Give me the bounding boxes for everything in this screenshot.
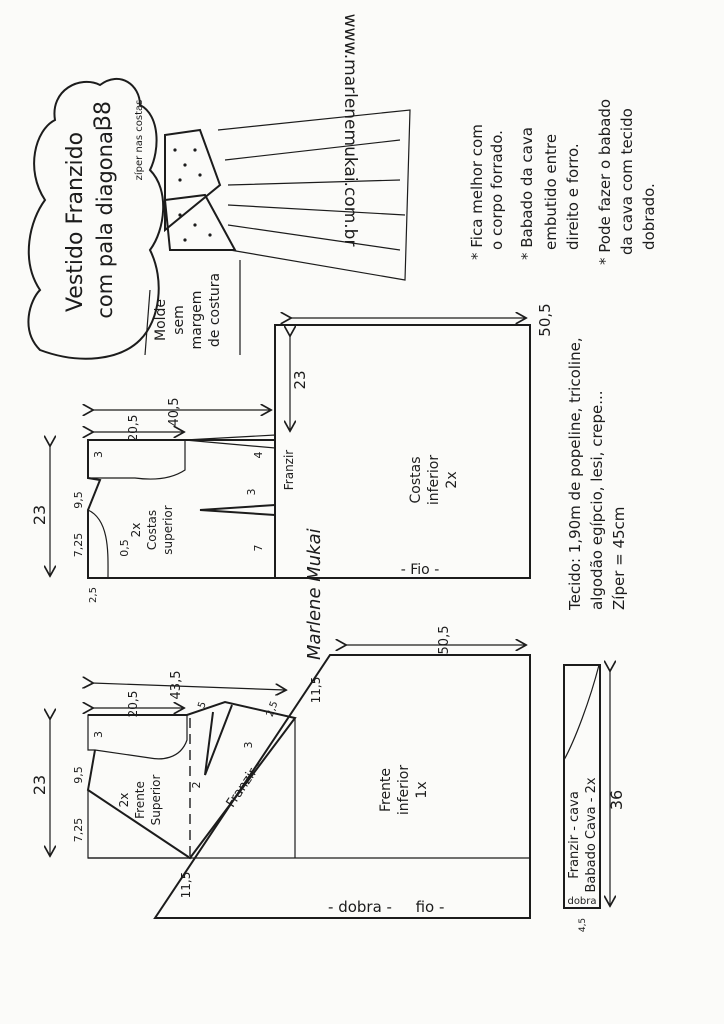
- dim-height-label: 23: [291, 370, 309, 389]
- hatch-curve: [563, 664, 600, 761]
- dim-label: 9,5: [72, 491, 85, 509]
- dim-label: 3: [92, 451, 105, 458]
- dim-label: 3: [245, 489, 258, 496]
- skirt-folds: [224, 139, 406, 251]
- grain-label: fio -: [416, 898, 445, 916]
- bodice-right: [163, 193, 237, 251]
- frente-superior-outline: [86, 700, 297, 860]
- molde-line1: Molde: [153, 299, 169, 341]
- piece-name2: inferior: [426, 455, 442, 506]
- piece-name: Frente: [378, 768, 394, 812]
- signature: Marlene Mukai: [304, 528, 325, 660]
- hatch-armhole: [87, 714, 188, 760]
- piece-qty: 2x: [129, 523, 143, 538]
- title-cloud: Vestido Franzido com pala diagonal 38: [27, 78, 165, 360]
- piece-frente-superior: 23 43,5 20,5 3 9,5 7,25 5 2,5 3 2 2x Fre…: [30, 671, 297, 860]
- dart: [204, 704, 233, 776]
- gather-label: Franzir: [282, 450, 296, 491]
- bodice-left: [164, 128, 222, 233]
- piece-qty: 1x: [414, 781, 430, 798]
- fold-label: - dobra -: [328, 898, 392, 916]
- dress-sketch: zíper nas costas: [133, 100, 411, 281]
- dim-label: 9,5: [72, 766, 85, 784]
- molde-line3: margem: [189, 291, 205, 350]
- molde-line2: sem: [171, 305, 187, 335]
- dim-label: 5: [196, 700, 209, 710]
- cloud-outline: [27, 78, 165, 360]
- dim-label: 36: [607, 790, 626, 810]
- zipper-label: zíper nas costas: [133, 100, 145, 181]
- dim-label: 40,5: [167, 398, 182, 427]
- polka-dots: [173, 148, 212, 242]
- dim-label: 2,5: [265, 700, 281, 719]
- note-line: * Pode fazer o babado: [596, 99, 614, 265]
- notes: * Fica melhor com o corpo forrado. * Bab…: [468, 99, 658, 265]
- dim-width-label: 50,5: [536, 303, 554, 336]
- note-line: o corpo forrado.: [488, 130, 506, 250]
- fabric-line3: Zíper = 45cm: [610, 507, 628, 610]
- dim-label: 4,5: [578, 918, 588, 932]
- dim-label: 7,25: [72, 533, 85, 558]
- fold-label: dobra: [567, 896, 596, 907]
- dim-label: 7: [252, 545, 265, 552]
- size-number: 38: [91, 101, 116, 129]
- note-line: embutido entre: [542, 134, 560, 250]
- dim-label: 50,5: [437, 626, 452, 655]
- note-line: * Fica melhor com: [468, 124, 486, 260]
- piece-frente-inferior: 50,5 11,5 11,5 - Franzir - - dobra - fio…: [88, 626, 531, 919]
- frente-inferior-outline: [153, 654, 531, 919]
- fabric-line1: Tecido: 1,90m de popeline, tricoline,: [566, 337, 584, 611]
- piece-qty: 2x: [117, 793, 131, 808]
- title-line1: Vestido Franzido: [63, 132, 88, 312]
- note-line: direito e forro.: [564, 143, 582, 250]
- hatch-neck: [87, 509, 109, 579]
- dim-label: 23: [30, 505, 49, 525]
- piece-name: Frente: [133, 781, 147, 819]
- babado-outline: [563, 664, 601, 909]
- dim-label: 0,5: [118, 539, 131, 557]
- dim-label: 23: [30, 775, 49, 795]
- piece-costas-superior: 23 40,5 20,5 3 9,5 7,25 0,5 2,5 3 7 4 2x…: [30, 398, 276, 603]
- fabric-info: Tecido: 1,90m de popeline, tricoline, al…: [566, 337, 628, 611]
- note-line: da cava com tecido: [618, 108, 636, 255]
- piece-name: Costas: [145, 510, 159, 550]
- hatch-armhole: [87, 439, 186, 480]
- waist-dart: [199, 504, 276, 516]
- gather-label: Franzir - cava: [567, 791, 582, 879]
- dim-label: 20,5: [126, 691, 140, 718]
- dim-label: 2: [190, 782, 203, 789]
- costas-superior-outline: [87, 439, 276, 579]
- dim-label: 3: [242, 742, 255, 749]
- side-dart: [184, 434, 276, 449]
- piece-name2: inferior: [396, 765, 412, 816]
- dim-label: 11,5: [309, 677, 323, 704]
- piece-name2: Superior: [149, 775, 163, 826]
- dim-label: 7,25: [72, 818, 85, 843]
- piece-name: Costas: [408, 457, 424, 504]
- piece-name: Babado Cava - 2x: [584, 777, 599, 892]
- title-line2: com pala diagonal: [93, 125, 117, 318]
- piece-babado-cava: 36 Franzir - cava Babado Cava - 2x dobra…: [563, 664, 626, 932]
- dim-label: 11,5: [179, 872, 193, 899]
- molde-line4: de costura: [207, 273, 223, 347]
- skirt-outline: [217, 109, 411, 281]
- dim-label: 20,5: [126, 415, 140, 442]
- molde-note: Molde sem margem de costura: [144, 260, 241, 356]
- dim-label: 43,5: [169, 671, 184, 700]
- fabric-line2: algodão egípcio, lesi, crepe...: [588, 390, 606, 610]
- grain-label: - Fio -: [401, 562, 440, 578]
- website: www.marlenemukai.com.br: [340, 14, 360, 247]
- note-line: dobrado.: [640, 183, 658, 250]
- dim-total-width: [92, 683, 285, 690]
- dim-label: 3: [92, 731, 105, 738]
- piece-qty: 2x: [444, 471, 460, 488]
- piece-name2: superior: [161, 505, 175, 554]
- dim-label: 4: [252, 452, 265, 459]
- dim-label: 2,5: [88, 587, 99, 603]
- note-line: * Babado da cava: [518, 127, 536, 260]
